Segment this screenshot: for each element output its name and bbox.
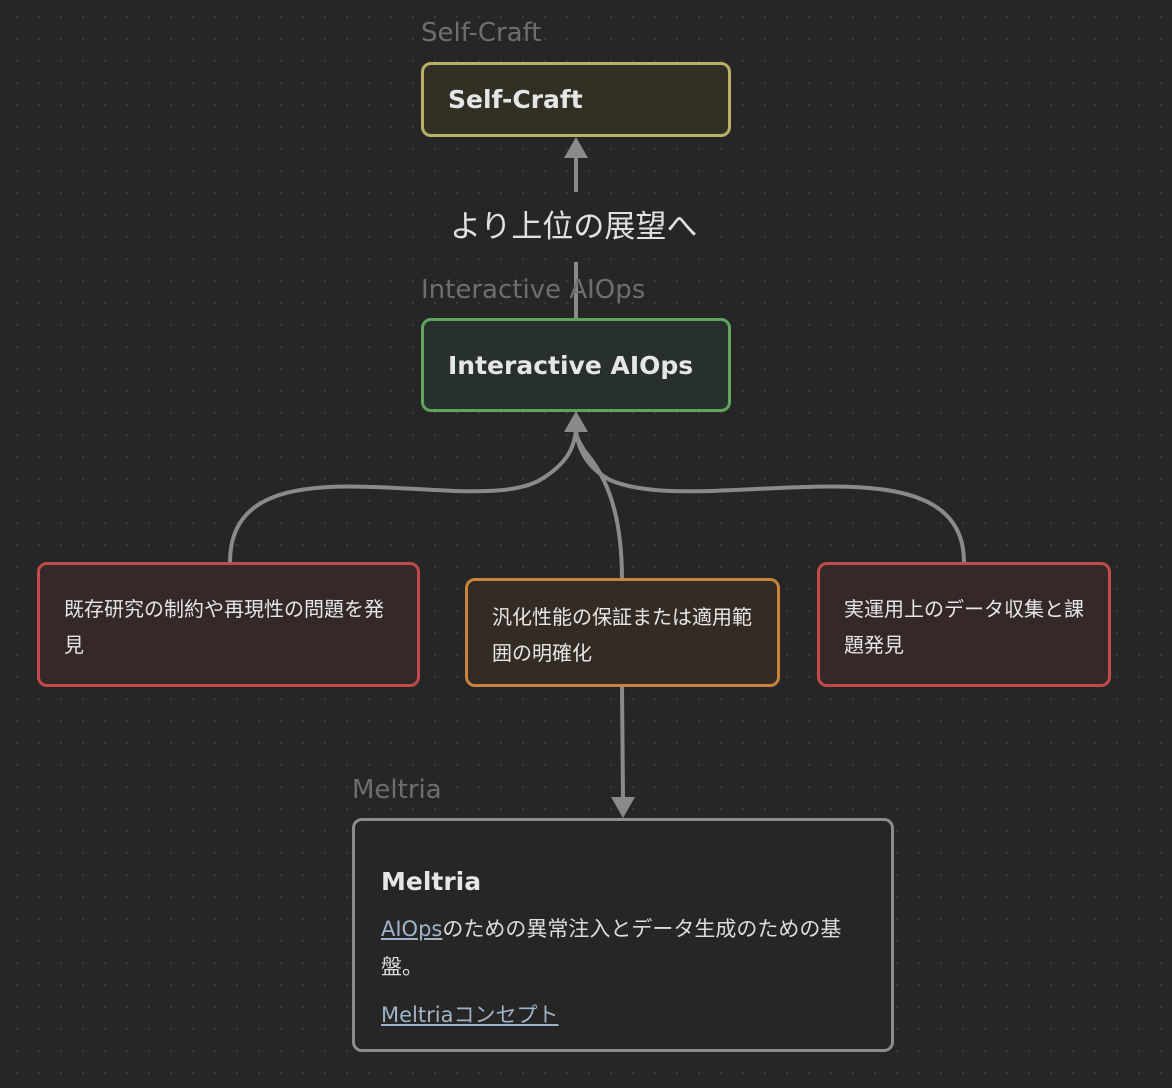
node-field-data[interactable]: 実運用上のデータ収集と課題発見 [817, 562, 1111, 687]
node-meltria-description-text: のための異常注入とデータ生成のための基盤。 [381, 917, 842, 979]
node-meltria-title: Meltria [381, 867, 482, 896]
edge-label-higher-vision[interactable]: より上位の展望へ [446, 203, 702, 251]
arrowhead-self-craft [564, 137, 588, 158]
node-generalization-text: 汎化性能の保証または適用範囲の明確化 [492, 605, 752, 665]
edge-generalization-to-meltria [620, 685, 625, 801]
arrowhead-interactive [564, 411, 588, 432]
edge-research-constraints-to-interactive [228, 429, 578, 563]
node-research-constraints[interactable]: 既存研究の制約や再現性の問題を発見 [37, 562, 420, 687]
node-meltria-description: AIOpsのための異常注入とデータ生成のための基盤。 [381, 910, 865, 986]
node-research-constraints-text: 既存研究の制約や再現性の問題を発見 [64, 597, 384, 657]
group-label-interactive-aiops: Interactive AIOps [421, 275, 646, 305]
node-meltria-concept: Meltriaコンセプト [381, 1000, 865, 1030]
aiops-link[interactable]: AIOps [381, 917, 443, 941]
group-label-self-craft: Self-Craft [421, 18, 542, 48]
node-generalization[interactable]: 汎化性能の保証または適用範囲の明確化 [465, 578, 780, 687]
node-self-craft-title: Self-Craft [448, 85, 583, 114]
node-field-data-text: 実運用上のデータ収集と課題発見 [844, 597, 1084, 657]
node-meltria[interactable]: Meltria AIOpsのための異常注入とデータ生成のための基盤。 Meltr… [352, 818, 894, 1052]
group-label-meltria: Meltria [352, 775, 442, 805]
edge-field-data-to-interactive [574, 429, 966, 563]
edge-generalization-to-interactive [574, 429, 624, 581]
node-interactive-aiops-title: Interactive AIOps [448, 350, 694, 380]
meltria-concept-link[interactable]: Meltriaコンセプト [381, 1003, 559, 1027]
node-self-craft[interactable]: Self-Craft [421, 62, 731, 137]
node-interactive-aiops[interactable]: Interactive AIOps [421, 318, 731, 412]
arrowhead-meltria [611, 797, 635, 818]
